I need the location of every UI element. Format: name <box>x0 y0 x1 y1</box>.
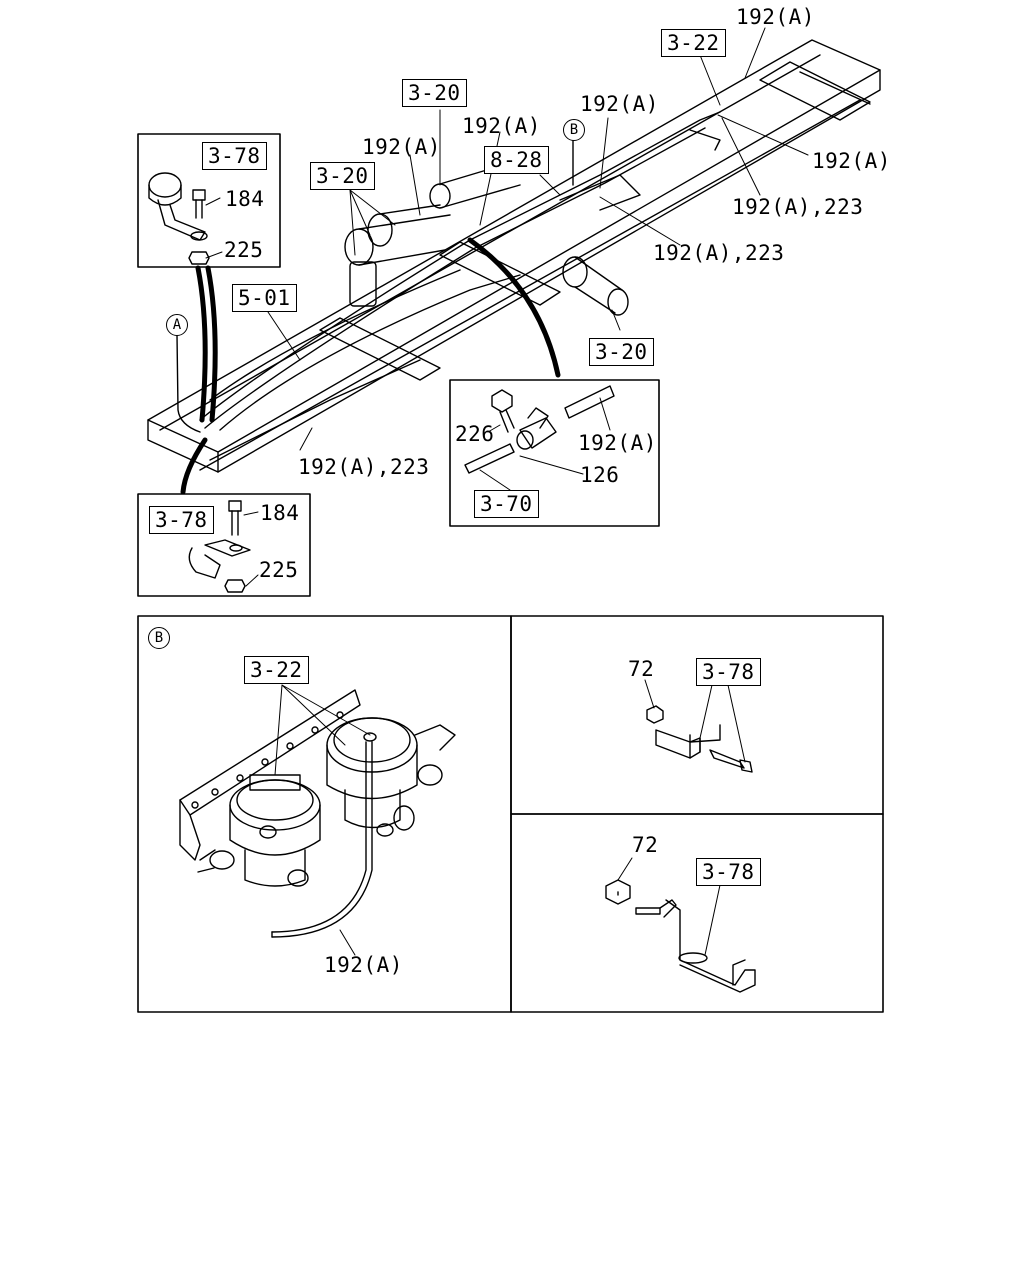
label-192a-d: 192(A) <box>362 135 441 159</box>
marker-a-main: A <box>166 314 188 336</box>
label-126: 126 <box>580 463 620 487</box>
ref-3-70[interactable]: 3-70 <box>474 490 539 518</box>
label-192a-top: 192(A) <box>736 5 815 29</box>
label-192a223-c: 192(A),223 <box>298 455 430 479</box>
relay-valves <box>179 684 456 956</box>
label-192a-b: 192(A) <box>580 92 659 116</box>
ref-3-20-right[interactable]: 3-20 <box>589 338 654 366</box>
label-192a223-a: 192(A),223 <box>732 195 864 219</box>
label-192a-fitting: 192(A) <box>578 431 657 455</box>
detail-panel-top-right <box>510 615 884 815</box>
marker-b-main: B <box>563 119 585 141</box>
ref-3-78-panel-bottom[interactable]: 3-78 <box>696 858 761 886</box>
label-225-top: 225 <box>224 238 264 262</box>
label-226: 226 <box>455 422 495 446</box>
ref-5-01[interactable]: 5-01 <box>232 284 297 312</box>
hose-to-inset-a <box>195 265 208 423</box>
label-72-bottom: 72 <box>632 833 659 857</box>
ref-8-28[interactable]: 8-28 <box>484 146 549 174</box>
ref-3-22-panel[interactable]: 3-22 <box>244 656 309 684</box>
hose-to-inset-b <box>467 237 561 378</box>
chassis-frame <box>147 39 881 473</box>
inset-fittings <box>449 379 660 527</box>
detail-panel-bottom-right <box>510 813 884 1013</box>
label-192a-panel: 192(A) <box>324 953 403 977</box>
ref-3-78-inset-top[interactable]: 3-78 <box>202 142 267 170</box>
label-184-bottom: 184 <box>260 501 300 525</box>
label-225-bottom: 225 <box>259 558 299 582</box>
ref-3-22-top[interactable]: 3-22 <box>661 29 726 57</box>
label-184-top: 184 <box>225 187 265 211</box>
bracket-72-top <box>644 679 753 773</box>
hose-to-inset-c <box>180 437 208 495</box>
ref-3-78-panel-top[interactable]: 3-78 <box>696 658 761 686</box>
label-192a-e: 192(A) <box>812 149 891 173</box>
label-192a-c: 192(A) <box>462 114 541 138</box>
bracket-72-bottom <box>605 857 756 993</box>
inset-clip-top <box>137 133 281 268</box>
ref-3-20-top[interactable]: 3-20 <box>402 79 467 107</box>
label-192a223-b: 192(A),223 <box>653 241 785 265</box>
ref-3-78-inset-bottom[interactable]: 3-78 <box>149 506 214 534</box>
label-72-top: 72 <box>628 657 655 681</box>
ref-3-20-left[interactable]: 3-20 <box>310 162 375 190</box>
inset-clip-bottom <box>137 493 311 597</box>
marker-b-panel: B <box>148 627 170 649</box>
